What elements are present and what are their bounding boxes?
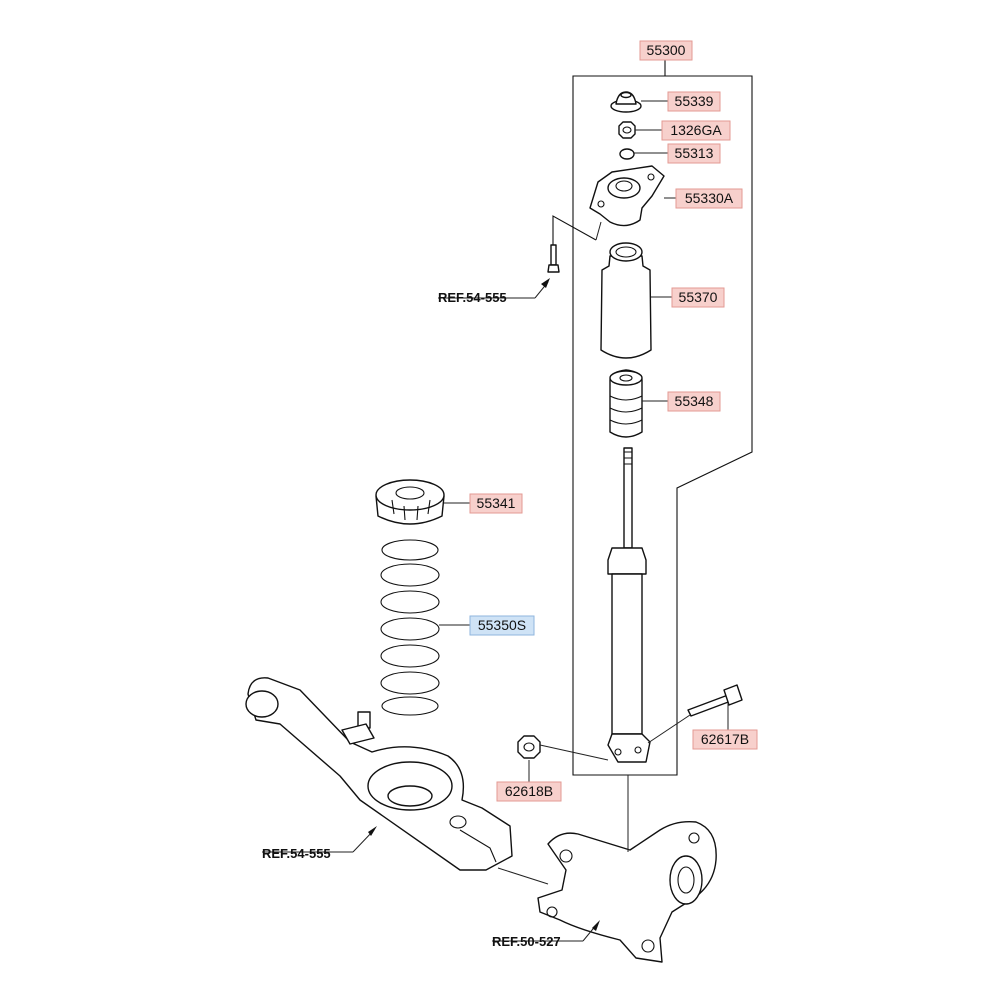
ref-label-lower-arm[interactable]: REF.54-555 bbox=[262, 846, 331, 861]
part-number: 62617B bbox=[701, 731, 749, 747]
part-number: 55313 bbox=[675, 145, 714, 161]
part-number: 55339 bbox=[675, 93, 714, 109]
part-tag-55348[interactable]: 55348 bbox=[667, 391, 721, 412]
part-number: 55370 bbox=[679, 289, 718, 305]
part-tag-55300[interactable]: 55300 bbox=[639, 40, 693, 61]
part-tag-55330A[interactable]: 55330A bbox=[675, 188, 743, 209]
bump-stopper-55348[interactable] bbox=[609, 369, 643, 438]
spring-pad-55341[interactable] bbox=[375, 479, 445, 525]
coil-spring-55350S[interactable] bbox=[380, 539, 440, 716]
part-tag-62617B[interactable]: 62617B bbox=[692, 729, 758, 750]
steering-knuckle[interactable] bbox=[537, 820, 717, 963]
insulator-cap-55339[interactable] bbox=[610, 91, 642, 113]
nut-62618B[interactable] bbox=[517, 735, 541, 759]
ball-joint-link[interactable] bbox=[341, 711, 375, 745]
bolt-62617B[interactable] bbox=[687, 684, 743, 717]
part-tag-1326GA[interactable]: 1326GA bbox=[661, 120, 731, 141]
ref-label-bolt[interactable]: REF.54-555 bbox=[438, 290, 507, 305]
washer-55313[interactable] bbox=[619, 148, 635, 160]
assembly-group-outline bbox=[572, 58, 753, 776]
part-tag-62618B[interactable]: 62618B bbox=[496, 781, 562, 802]
arrow-icon bbox=[368, 826, 377, 836]
nut-1326GA[interactable] bbox=[618, 121, 636, 139]
arrow-icon bbox=[592, 920, 600, 931]
part-tag-55370[interactable]: 55370 bbox=[671, 287, 725, 308]
lower-control-arm[interactable] bbox=[245, 677, 513, 871]
part-number: 55300 bbox=[647, 42, 686, 58]
part-tag-55350S[interactable]: 55350S bbox=[469, 615, 535, 636]
part-number: 55350S bbox=[478, 617, 526, 633]
part-tag-55341[interactable]: 55341 bbox=[469, 493, 523, 514]
part-number: 62618B bbox=[505, 783, 553, 799]
dust-cover-55370[interactable] bbox=[600, 242, 652, 359]
part-number: 55330A bbox=[685, 190, 734, 206]
part-number: 55348 bbox=[675, 393, 714, 409]
part-tag-55339[interactable]: 55339 bbox=[667, 91, 721, 112]
mounting-bracket-55330A[interactable] bbox=[589, 165, 665, 227]
part-tag-55313[interactable]: 55313 bbox=[667, 143, 721, 164]
part-number: 55341 bbox=[477, 495, 516, 511]
ref-label-knuckle[interactable]: REF.50-527 bbox=[492, 934, 561, 949]
part-number: 1326GA bbox=[670, 122, 722, 138]
arrow-icon bbox=[541, 278, 550, 288]
mount-bolt[interactable] bbox=[547, 215, 597, 273]
shock-absorber[interactable] bbox=[607, 447, 651, 763]
